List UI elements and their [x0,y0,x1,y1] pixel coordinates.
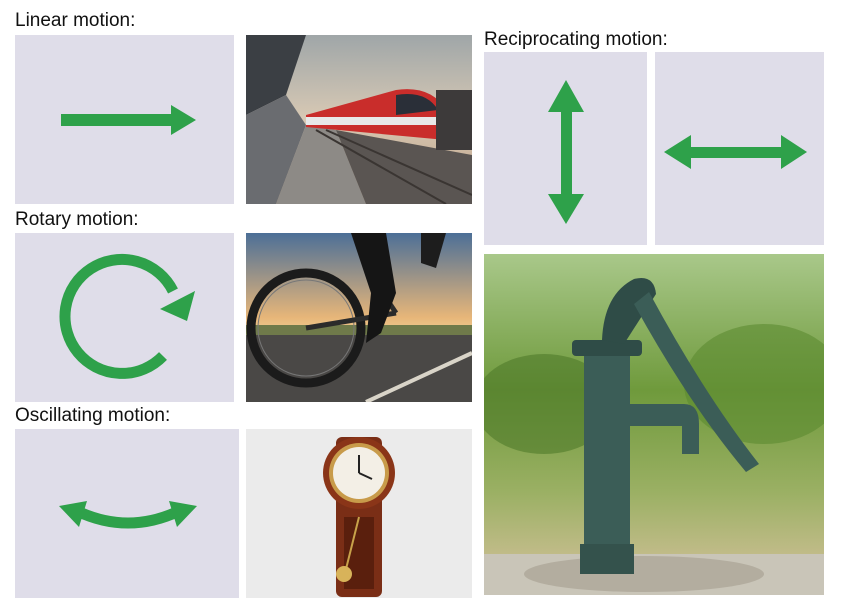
train-photo [246,35,472,204]
water-pump-photo [484,254,824,595]
linear-motion-label: Linear motion: [15,10,136,31]
vertical-double-arrow-icon [548,80,584,224]
rotary-motion-label: Rotary motion: [15,209,139,230]
bicycle-photo [246,233,472,402]
curved-double-arrow-icon [59,501,197,529]
oscillating-motion-label: Oscillating motion: [15,405,171,426]
circular-arrow-icon [59,253,195,379]
reciprocating-horizontal-arrow-panel [655,52,824,245]
rotary-arrow-panel [15,233,234,402]
horizontal-double-arrow-icon [664,135,807,169]
reciprocating-vertical-arrow-panel [484,52,647,245]
linear-arrow-panel [15,35,234,204]
pendulum-clock-photo [246,429,472,598]
oscillating-arrow-panel [15,429,239,598]
right-arrow-icon [61,105,196,135]
reciprocating-motion-label: Reciprocating motion: [484,29,668,50]
